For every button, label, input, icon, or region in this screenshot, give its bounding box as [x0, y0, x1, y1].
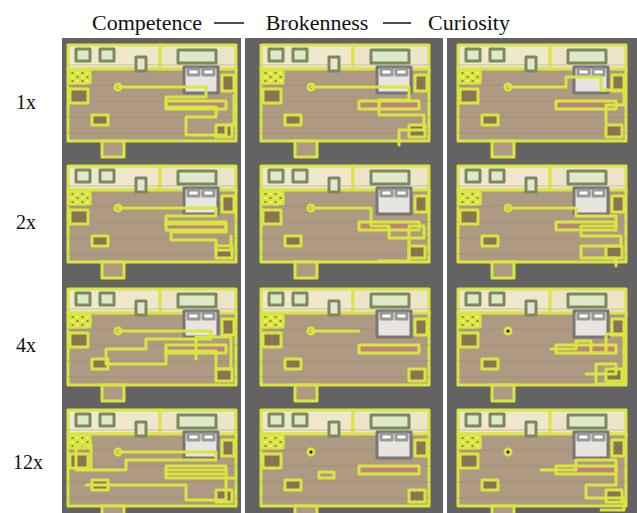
row-label: 2x — [16, 211, 36, 233]
row-label: 1x — [16, 91, 36, 113]
column-header: Curiosity — [428, 11, 510, 35]
row-label: 12x — [13, 451, 43, 473]
column-header: Brokenness — [266, 11, 369, 35]
row-label: 4x — [16, 334, 36, 356]
column-header: Competence — [92, 11, 202, 35]
